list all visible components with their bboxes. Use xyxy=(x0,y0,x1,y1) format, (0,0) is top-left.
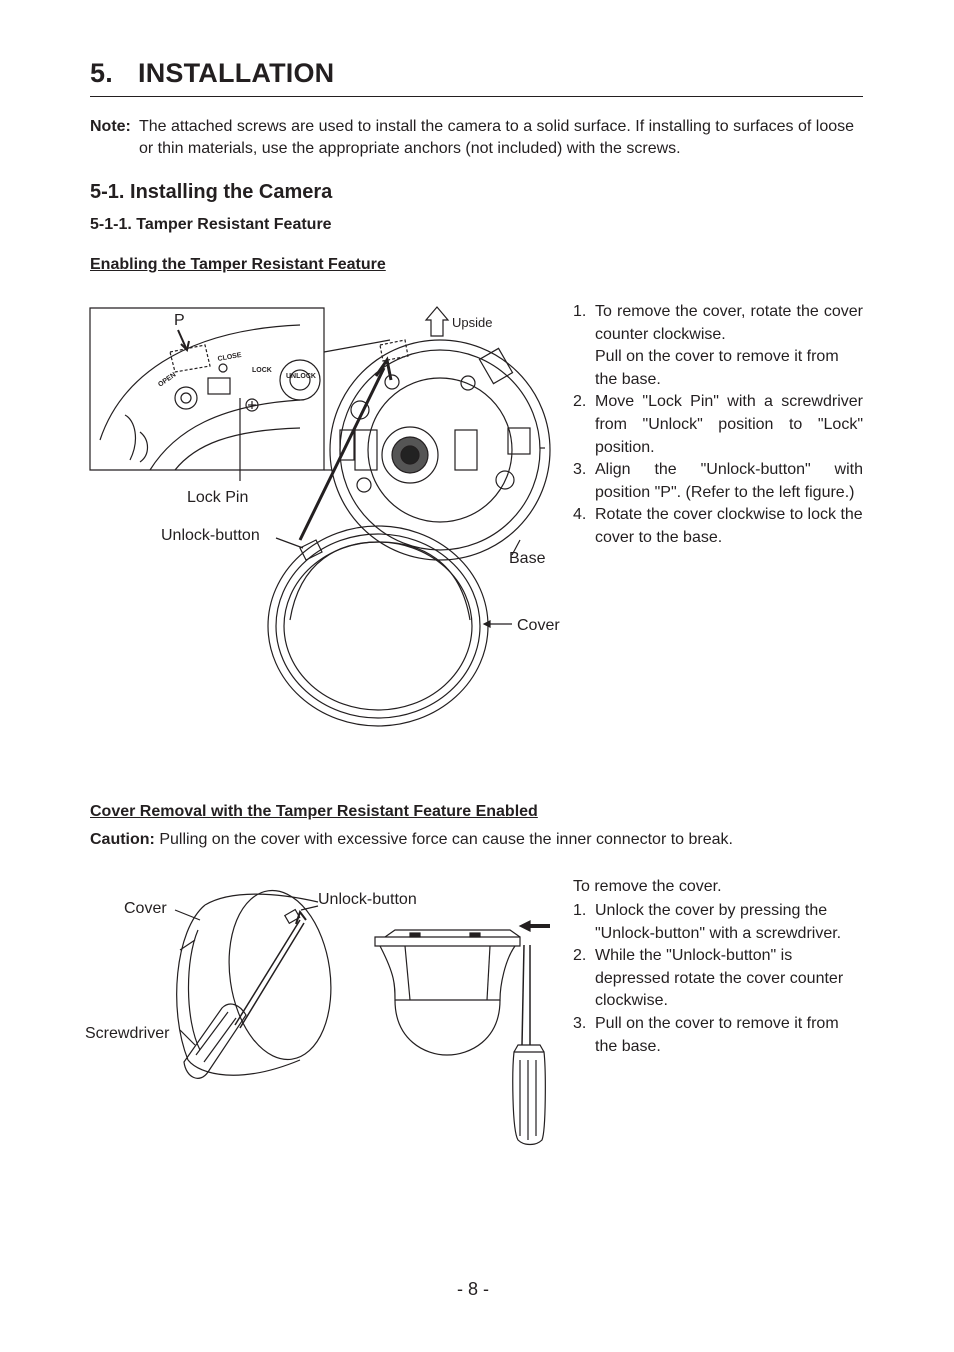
note-text: The attached screws are used to install … xyxy=(139,118,855,157)
caution-label: Caution: xyxy=(90,831,155,848)
caution-paragraph: Caution: Pulling on the cover with exces… xyxy=(90,831,733,849)
heading-rule xyxy=(90,96,863,97)
removal-steps: 1. Unlock the cover by pressing the "Unl… xyxy=(573,900,865,1058)
subsubsection-title: 5-1-1. Tamper Resistant Feature xyxy=(90,216,332,233)
screwdriver-label: Screwdriver xyxy=(85,1025,170,1042)
p-label: P xyxy=(174,312,185,329)
removal-intro: To remove the cover. xyxy=(573,878,722,895)
section-title: INSTALLATION xyxy=(138,58,335,88)
list-item: 1. To remove the cover, rotate the cover… xyxy=(573,303,863,388)
enabling-steps: 1. To remove the cover, rotate the cover… xyxy=(573,301,863,550)
subsection-title: 5-1. Installing the Camera xyxy=(90,181,333,203)
page-number: - 8 - xyxy=(457,1279,490,1299)
list-item: 2. Move "Lock Pin" with a screwdriver fr… xyxy=(573,393,863,456)
unlock-label: UNLOCK xyxy=(286,373,316,380)
enabling-heading: Enabling the Tamper Resistant Feature xyxy=(90,256,386,273)
base-label: Base xyxy=(509,550,546,567)
removal-heading: Cover Removal with the Tamper Resistant … xyxy=(90,803,538,820)
list-item: 1. Unlock the cover by pressing the "Unl… xyxy=(573,902,842,942)
note-paragraph: Note: The attached screws are used to in… xyxy=(90,116,865,160)
note-label: Note: xyxy=(90,118,131,135)
removal-cover-label: Cover xyxy=(124,900,167,917)
lock-label: LOCK xyxy=(252,367,272,374)
cover-label: Cover xyxy=(517,617,560,634)
list-item: 4. Rotate the cover clockwise to lock th… xyxy=(573,506,863,546)
upside-label: Upside xyxy=(452,315,492,330)
section-heading: 5. INSTALLATION xyxy=(90,58,334,89)
caution-text: Pulling on the cover with excessive forc… xyxy=(159,831,733,848)
section-number: 5. xyxy=(90,58,113,88)
open-label: OPEN xyxy=(157,372,177,389)
list-item: 3. Pull on the cover to remove it from t… xyxy=(573,1014,839,1055)
list-item: 3. Align the "Unlock-button" with positi… xyxy=(573,461,863,501)
unlock-button-label: Unlock-button xyxy=(161,527,260,544)
list-item: 2. While the "Unlock-button" is depresse… xyxy=(573,947,844,1010)
close-label: CLOSE xyxy=(217,352,242,363)
lock-pin-label: Lock Pin xyxy=(187,489,248,506)
removal-unlock-button-label: Unlock-button xyxy=(318,891,417,908)
